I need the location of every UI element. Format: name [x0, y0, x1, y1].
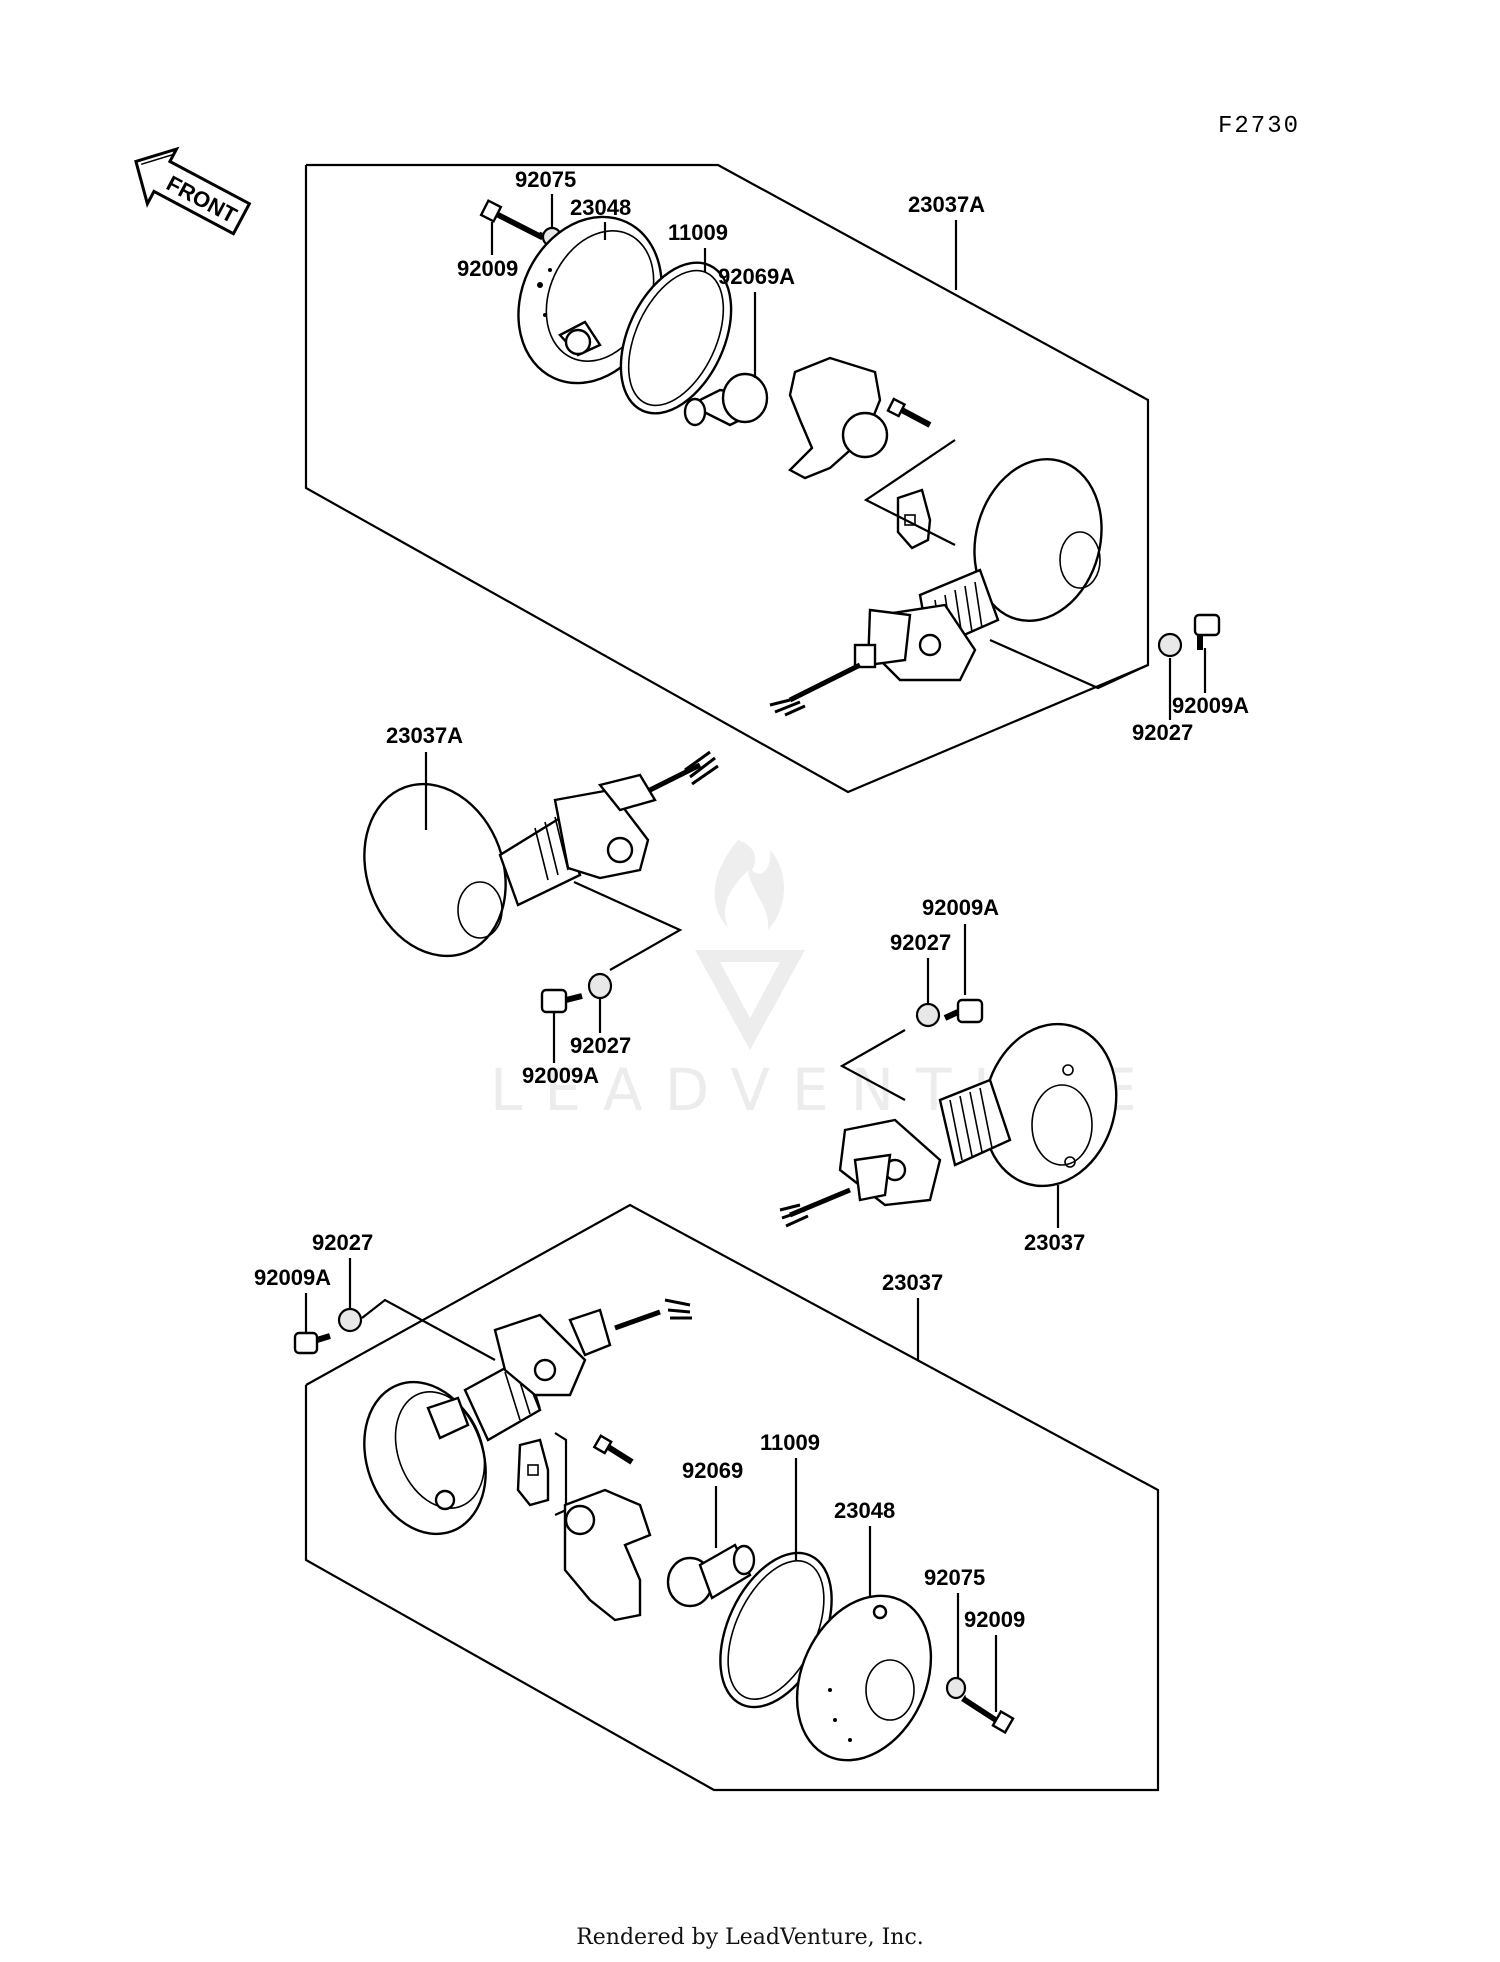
label-92009-bottom: 92009	[964, 1607, 1025, 1632]
label-92069-bottom: 92069	[682, 1458, 743, 1483]
bottom-turn-signal-assembly: 92027 92009A 23037 92069 11009 23048 920…	[254, 1203, 1160, 1792]
label-92075-top: 92075	[515, 167, 576, 192]
label-92069A-top: 92069A	[718, 264, 795, 289]
footer-credit: Rendered by LeadVenture, Inc.	[576, 1925, 924, 1950]
signal-body-23037A-top	[769, 457, 1103, 717]
small-screw-top	[886, 397, 932, 428]
bottom-group-outline	[304, 1203, 1160, 1792]
lens-23048-bottom	[795, 1594, 933, 1762]
label-92027-bottom: 92027	[312, 1230, 373, 1255]
bulb-92069-bottom	[666, 1543, 756, 1608]
screw-92009-top	[479, 199, 545, 241]
label-92009A-mid-left: 92009A	[522, 1063, 599, 1088]
clip-bottom	[516, 1438, 550, 1507]
label-23037-mid-right: 23037	[1024, 1230, 1085, 1255]
bottom-leader-bolt	[361, 1298, 496, 1361]
label-11009-bottom: 11009	[760, 1430, 820, 1455]
label-23037-bottom: 23037	[882, 1270, 943, 1295]
label-92009A-mid-right: 92009A	[922, 895, 999, 920]
washer-92027-top	[1157, 632, 1183, 658]
label-23048-top: 23048	[570, 195, 631, 220]
screw-92009-bottom	[961, 1695, 1015, 1735]
watermark-flame-icon	[714, 840, 784, 930]
label-23037A-top: 23037A	[908, 192, 985, 217]
label-92027-mid-left: 92027	[570, 1033, 631, 1058]
signal-body-23037-bottom	[363, 1298, 692, 1536]
front-arrow-icon: FRONT	[134, 146, 252, 236]
small-screw-bottom	[592, 1434, 634, 1465]
top-leader-clip	[863, 439, 956, 546]
label-92027-top: 92027	[1132, 720, 1193, 745]
label-23048-bottom: 23048	[834, 1498, 895, 1523]
watermark-v-icon	[695, 950, 805, 1050]
right-rear-turn-signal: 92009A 92027 23037	[779, 895, 1118, 1255]
bottom-leader-clip	[554, 1432, 568, 1517]
bolt-92009A-bottom	[293, 1331, 331, 1355]
signal-body-23037A-mid	[363, 750, 719, 958]
diagram-code: F2730	[1218, 113, 1300, 140]
socket-bracket-bottom	[563, 1488, 652, 1622]
washer-92027-mid-left	[587, 972, 613, 1000]
bolt-92009A-mid-left	[540, 988, 583, 1014]
bolt-92009A-top	[1193, 613, 1221, 650]
label-23037A-mid: 23037A	[386, 723, 463, 748]
washer-92075-bottom	[945, 1676, 967, 1700]
label-92009A-bottom: 92009A	[254, 1265, 331, 1290]
signal-body-23037-mid	[779, 1022, 1118, 1228]
label-92009-top: 92009	[457, 256, 518, 281]
washer-92027-bottom	[337, 1307, 363, 1333]
label-11009-top: 11009	[668, 220, 728, 245]
gasket-11009-top	[619, 261, 733, 415]
mid-left-leader	[573, 880, 683, 971]
top-leader-bolt	[989, 638, 1149, 690]
left-front-turn-signal: 23037A 92027 92009A	[363, 723, 719, 1088]
bulb-92069A-top	[683, 372, 769, 427]
socket-bracket-top	[788, 356, 889, 480]
clip-top	[896, 488, 932, 550]
mid-right-leader	[839, 1029, 906, 1101]
washer-92027-mid-right	[915, 1002, 941, 1028]
top-turn-signal-assembly: 92075 23048 92009 11009 92069A 23037A 92…	[304, 163, 1249, 794]
label-92027-mid-right: 92027	[890, 930, 951, 955]
label-92075-bottom: 92075	[924, 1565, 985, 1590]
label-92009A-top: 92009A	[1172, 693, 1249, 718]
bolt-92009A-mid-right	[943, 998, 984, 1024]
